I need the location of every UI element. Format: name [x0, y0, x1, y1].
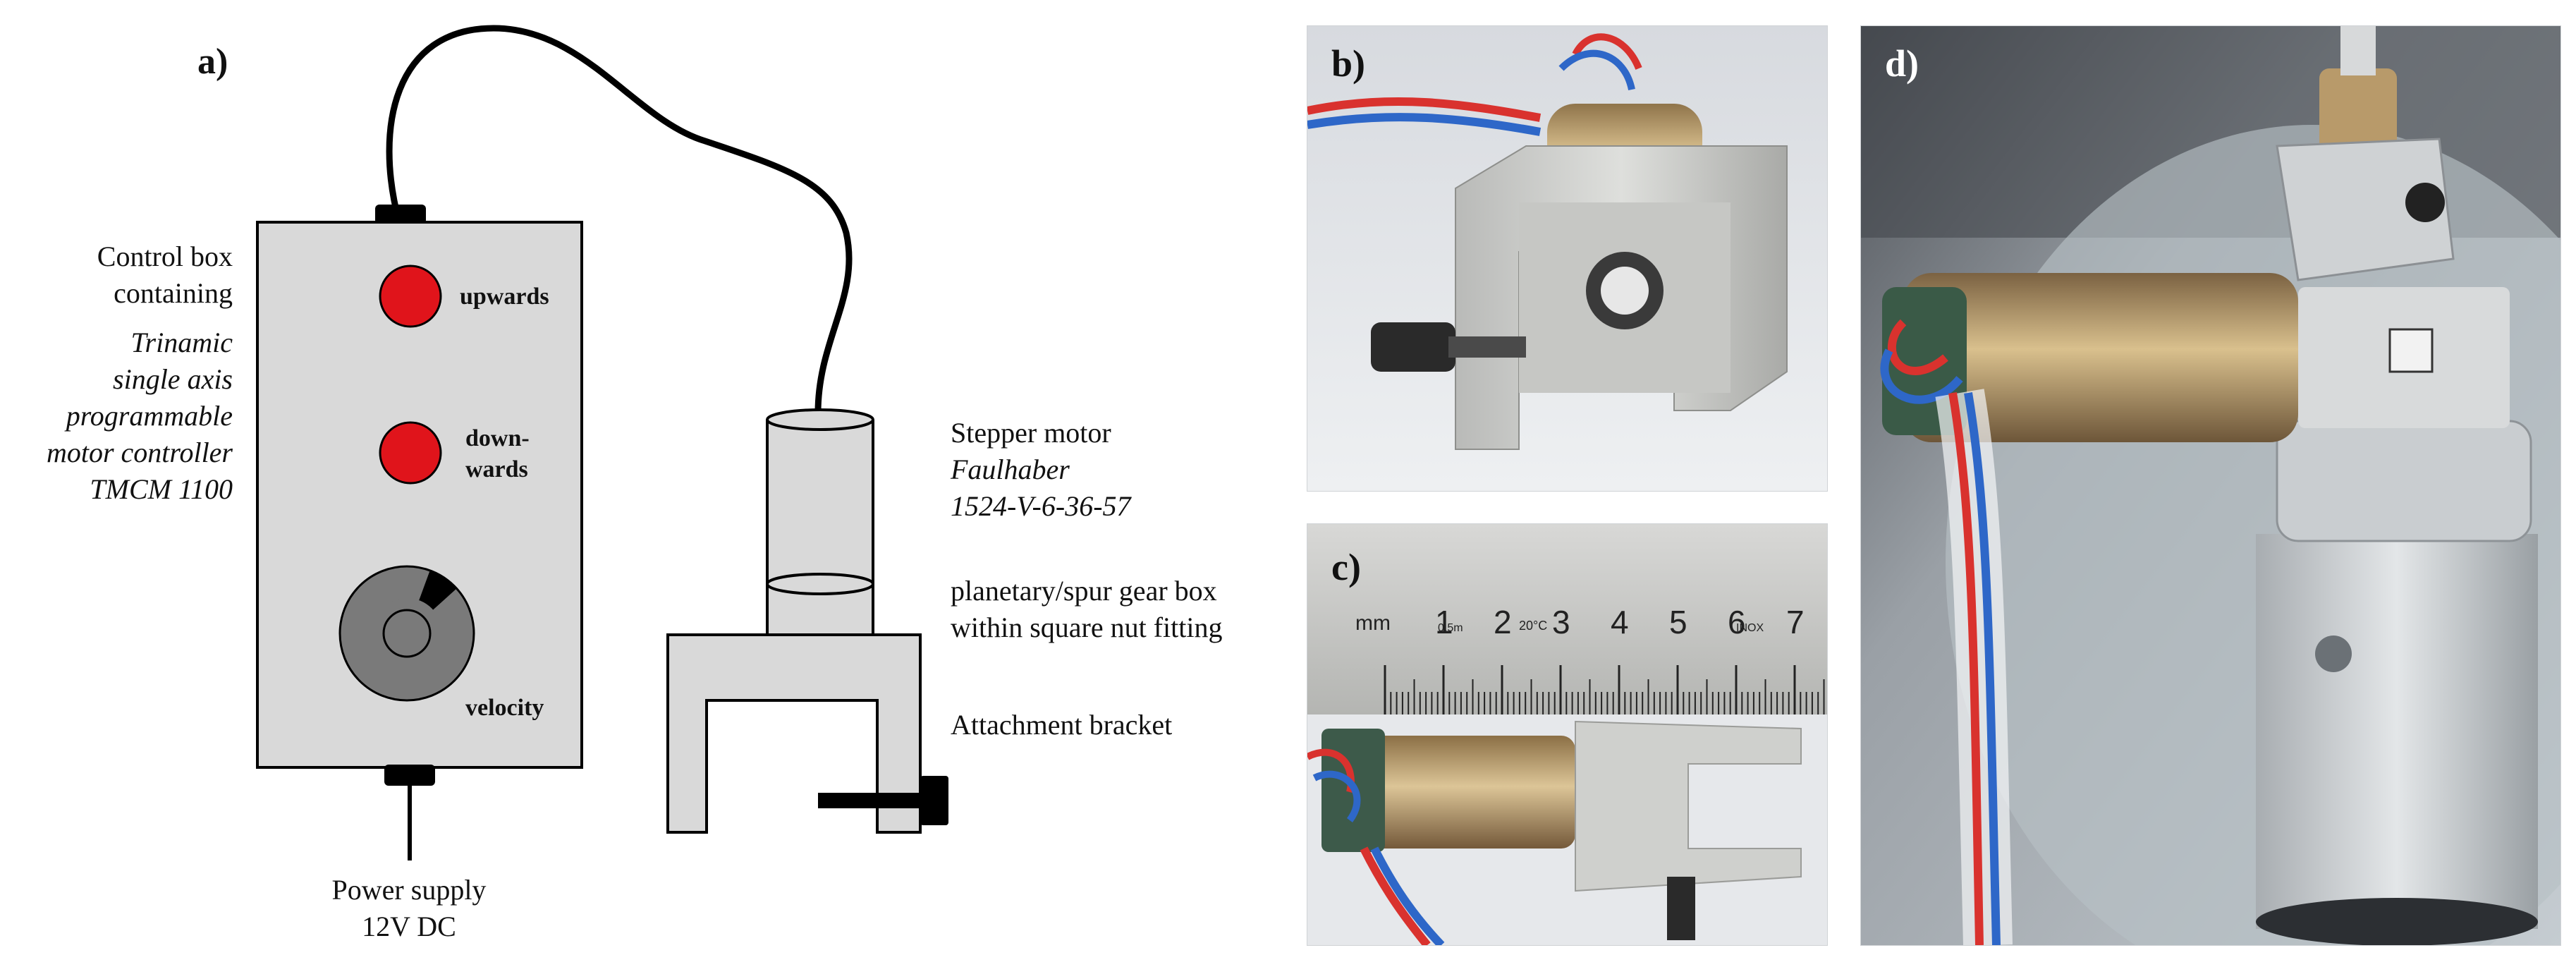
controller-line-4: motor controller	[46, 437, 233, 468]
thumb-screw-head	[920, 776, 948, 825]
photo-b-illustration	[1307, 26, 1827, 491]
motor-line-3: 1524-V-6-36-57	[951, 490, 1131, 522]
panel-a-label: a)	[197, 42, 228, 82]
upwards-label: upwards	[460, 284, 549, 310]
downwards-label-line-1: down-	[465, 425, 530, 451]
downwards-label: down- wards	[465, 423, 530, 485]
bottom-connector	[384, 765, 435, 786]
ruler-ticks	[1384, 665, 1825, 714]
photo-d-illustration	[1861, 26, 2560, 945]
controller-line-1: Trinamic	[130, 327, 233, 358]
gearbox-divider	[766, 573, 875, 595]
ruler-numbers: 12345678	[1435, 604, 1805, 640]
photo-c-illustration: mm 12345678 0.5m 20°C INOX	[1307, 524, 1827, 945]
ruler-number: 7	[1786, 604, 1805, 640]
motor-cylinder	[766, 420, 874, 636]
control-cable	[386, 25, 853, 416]
downwards-label-line-2: wards	[465, 456, 528, 482]
photo-d-mounted: d)	[1860, 25, 2561, 946]
motor-caption: Stepper motor Faulhaber 1524-V-6-36-57	[951, 415, 1131, 525]
controller-line-2: single axis	[113, 363, 233, 395]
top-connector	[375, 205, 426, 224]
bracket-caption: Attachment bracket	[951, 709, 1173, 741]
ruler-number: 1	[1435, 604, 1453, 640]
ruler-mark-1: 0.5m	[1438, 622, 1463, 634]
control-box-line-1: Control box	[97, 241, 233, 272]
motor-line-2: Faulhaber	[951, 454, 1070, 485]
controller-line-3: programmable	[66, 400, 233, 432]
panel-b-label: b)	[1331, 42, 1366, 85]
downwards-button	[379, 421, 442, 485]
gearbox-caption: planetary/spur gear box within square nu…	[951, 573, 1223, 646]
gearbox-line-2: within square nut fitting	[951, 612, 1223, 643]
motor-top	[766, 408, 874, 431]
photo-b-bracket-top: b)	[1307, 25, 1828, 492]
ruler-number: 5	[1669, 604, 1687, 640]
ruler-number: 4	[1611, 604, 1629, 640]
panel-c-label: c)	[1331, 546, 1361, 588]
gearbox-line-1: planetary/spur gear box	[951, 575, 1217, 607]
controller-line-5: TMCM 1100	[90, 473, 233, 505]
velocity-label: velocity	[465, 695, 544, 721]
control-box-line-2: containing	[114, 277, 233, 309]
ruler-mark-2: 20°C	[1519, 619, 1547, 633]
upwards-button	[379, 264, 442, 328]
ruler-unit: mm	[1355, 612, 1391, 635]
power-caption: Power supply 12V DC	[296, 872, 522, 945]
ruler-number: 3	[1552, 604, 1570, 640]
control-box-caption: Control box containing Trinamic single a…	[21, 238, 233, 508]
panel-d-label: d)	[1885, 42, 1919, 85]
motor-line-1: Stepper motor	[951, 417, 1111, 449]
ruler-number: 6	[1728, 604, 1746, 640]
attachment-bracket	[666, 633, 922, 834]
thumb-screw-shaft	[818, 793, 924, 808]
ruler-mark-3: INOX	[1736, 622, 1764, 634]
photo-c-ruler: mm 12345678 0.5m 20°C INOX c)	[1307, 523, 1828, 946]
power-line-1: Power supply	[331, 874, 487, 906]
ruler-number: 2	[1494, 604, 1512, 640]
schematic-diagram	[256, 25, 948, 860]
power-line-2: 12V DC	[362, 911, 456, 942]
